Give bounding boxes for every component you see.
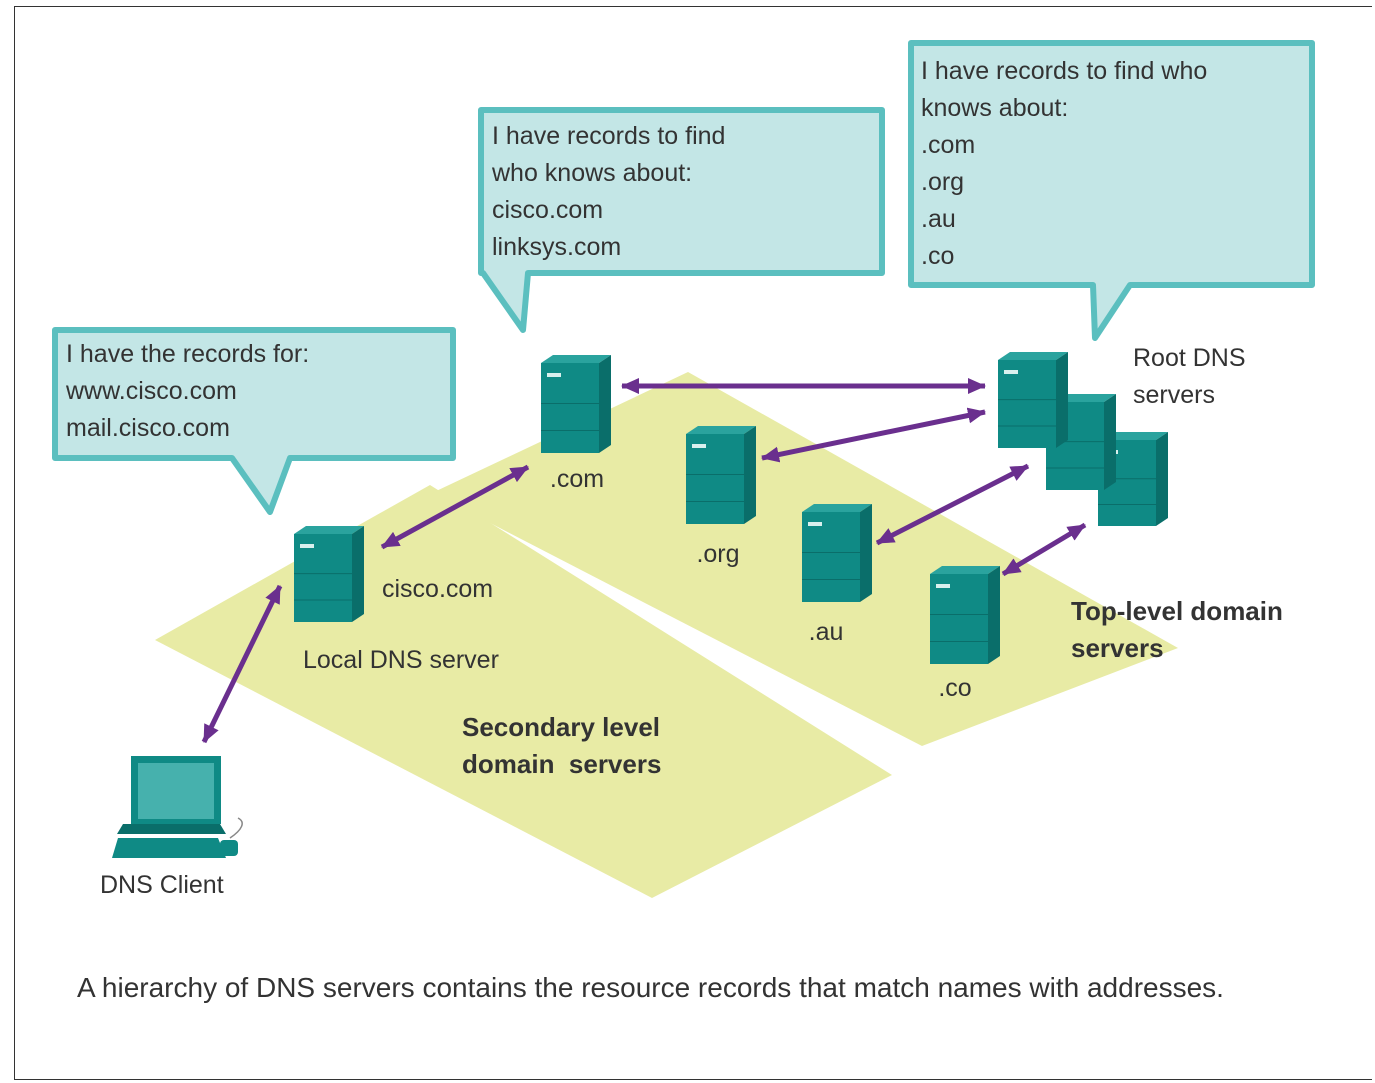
callout-line: www.cisco.com xyxy=(66,377,237,405)
au-server-icon xyxy=(802,504,872,602)
org-server-label: .org xyxy=(696,540,740,568)
figure-caption: A hierarchy of DNS servers contains the … xyxy=(77,972,1224,1003)
arrow-client-local xyxy=(201,584,283,744)
callout-line: mail.cisco.com xyxy=(66,414,230,442)
callout-line: I have the records for: xyxy=(66,340,310,368)
arrow-au-root xyxy=(875,463,1030,546)
com-server-label: .com xyxy=(549,465,605,493)
au-server-label: .au xyxy=(808,618,844,646)
callout-root-servers xyxy=(908,40,1315,341)
callout-line: cisco.com xyxy=(492,196,604,224)
callout-root-text: I have records to find who knows about: … xyxy=(921,53,1207,275)
arrow-org-root xyxy=(761,407,986,463)
top-level-label-line1: Top-level domain xyxy=(1071,596,1283,626)
callout-line: who knows about: xyxy=(492,159,693,187)
arrow-co-root xyxy=(1001,522,1087,577)
callout-line: .org xyxy=(921,168,965,196)
figure-frame xyxy=(14,6,1372,1080)
callout-line: .com xyxy=(921,131,976,159)
co-server-label: .co xyxy=(938,674,972,702)
dns-client-label: DNS Client xyxy=(100,871,224,899)
callout-line: I have records to find xyxy=(492,122,726,150)
callout-line: I have records to find who xyxy=(921,57,1208,85)
callout-line: .co xyxy=(921,242,955,270)
com-server-icon xyxy=(541,355,611,453)
callout-local-dns xyxy=(52,327,456,515)
query-arrows xyxy=(201,378,1087,744)
local-dns-server-icon xyxy=(294,526,364,622)
top-level-label: Top-level domain servers xyxy=(1071,593,1283,667)
root-servers-label-line1: Root DNS xyxy=(1133,344,1246,372)
secondary-level-label-line2: domain servers xyxy=(462,749,662,779)
arrow-local-com xyxy=(380,464,530,550)
callout-local-text: I have the records for: www.cisco.com ma… xyxy=(66,336,309,447)
root-servers-label-line2: servers xyxy=(1133,381,1215,409)
callout-line: knows about: xyxy=(921,94,1069,122)
secondary-level-label: Secondary level domain servers xyxy=(462,709,661,783)
cisco-server-label: cisco.com xyxy=(382,575,494,603)
secondary-level-label-line1: Secondary level xyxy=(462,712,660,742)
org-server-icon xyxy=(686,426,756,524)
callout-com-text: I have records to find who knows about: … xyxy=(492,118,725,266)
callout-com-server xyxy=(478,107,885,333)
local-dns-server-label: Local DNS server xyxy=(303,646,499,674)
desktop-computer-icon xyxy=(112,756,243,858)
callout-line: linksys.com xyxy=(492,233,622,261)
callout-line: .au xyxy=(921,205,956,233)
top-level-label-line2: servers xyxy=(1071,633,1164,663)
co-server-icon xyxy=(930,566,1000,664)
root-server-icon-1 xyxy=(998,352,1068,448)
